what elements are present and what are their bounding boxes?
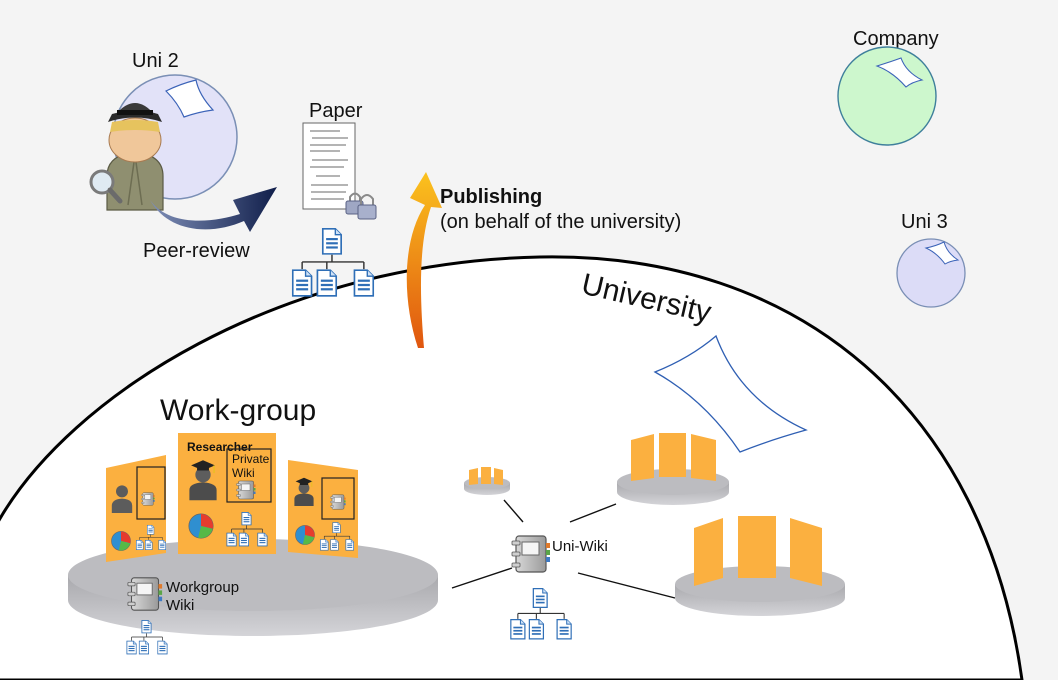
peer-review-label: Peer-review	[143, 240, 250, 262]
paper-label: Paper	[309, 100, 363, 122]
researcher-label: Researcher	[187, 440, 253, 454]
wiki-binder-icon	[511, 535, 551, 573]
small-disc	[464, 467, 510, 495]
private-wiki-label-2: Wiki	[232, 466, 255, 480]
workgroup-wiki-label-1: Workgroup	[166, 579, 239, 596]
pie-chart-icon	[188, 513, 214, 539]
publishing-subtitle: (on behalf of the university)	[440, 211, 681, 233]
peer-review-arrow	[150, 187, 277, 232]
wiki-binder-icon	[330, 494, 346, 510]
medium-disc	[617, 433, 729, 505]
uni2-group	[89, 74, 238, 211]
publishing-title: Publishing	[440, 186, 542, 208]
uni3-label: Uni 3	[901, 211, 948, 233]
company-label: Company	[853, 28, 939, 50]
uni-wiki-label: Uni-Wiki	[552, 538, 608, 555]
connection-lines	[451, 499, 676, 599]
document-tree-icon	[293, 229, 374, 296]
wiki-binder-icon	[141, 492, 155, 506]
wiki-binder-icon	[127, 577, 163, 611]
sail-shape-icon	[164, 79, 215, 118]
sail-shape-icon	[875, 57, 924, 88]
magnifier-icon	[89, 169, 123, 204]
researcher-panel-center: Researcher Private Wiki	[178, 433, 276, 554]
large-disc	[675, 516, 845, 616]
pie-chart-icon	[111, 531, 131, 551]
private-wiki-label-1: Private	[232, 452, 270, 466]
sail-shape-icon	[653, 334, 808, 453]
researcher-panel-left	[106, 455, 166, 562]
sail-shape-icon	[924, 241, 960, 265]
researcher-panel-right	[288, 460, 358, 558]
paper-document-icon	[302, 122, 356, 210]
workgroup-wiki-label-2: Wiki	[166, 597, 194, 614]
lock-icon	[345, 192, 377, 220]
detective-avatar-icon	[106, 103, 164, 211]
workgroup-label: Work-group	[160, 394, 316, 427]
pie-chart-icon	[295, 525, 315, 545]
company-circle	[837, 46, 937, 146]
publishing-arrow	[406, 172, 442, 348]
uni2-label: Uni 2	[132, 50, 179, 72]
wiki-binder-icon	[236, 480, 256, 500]
